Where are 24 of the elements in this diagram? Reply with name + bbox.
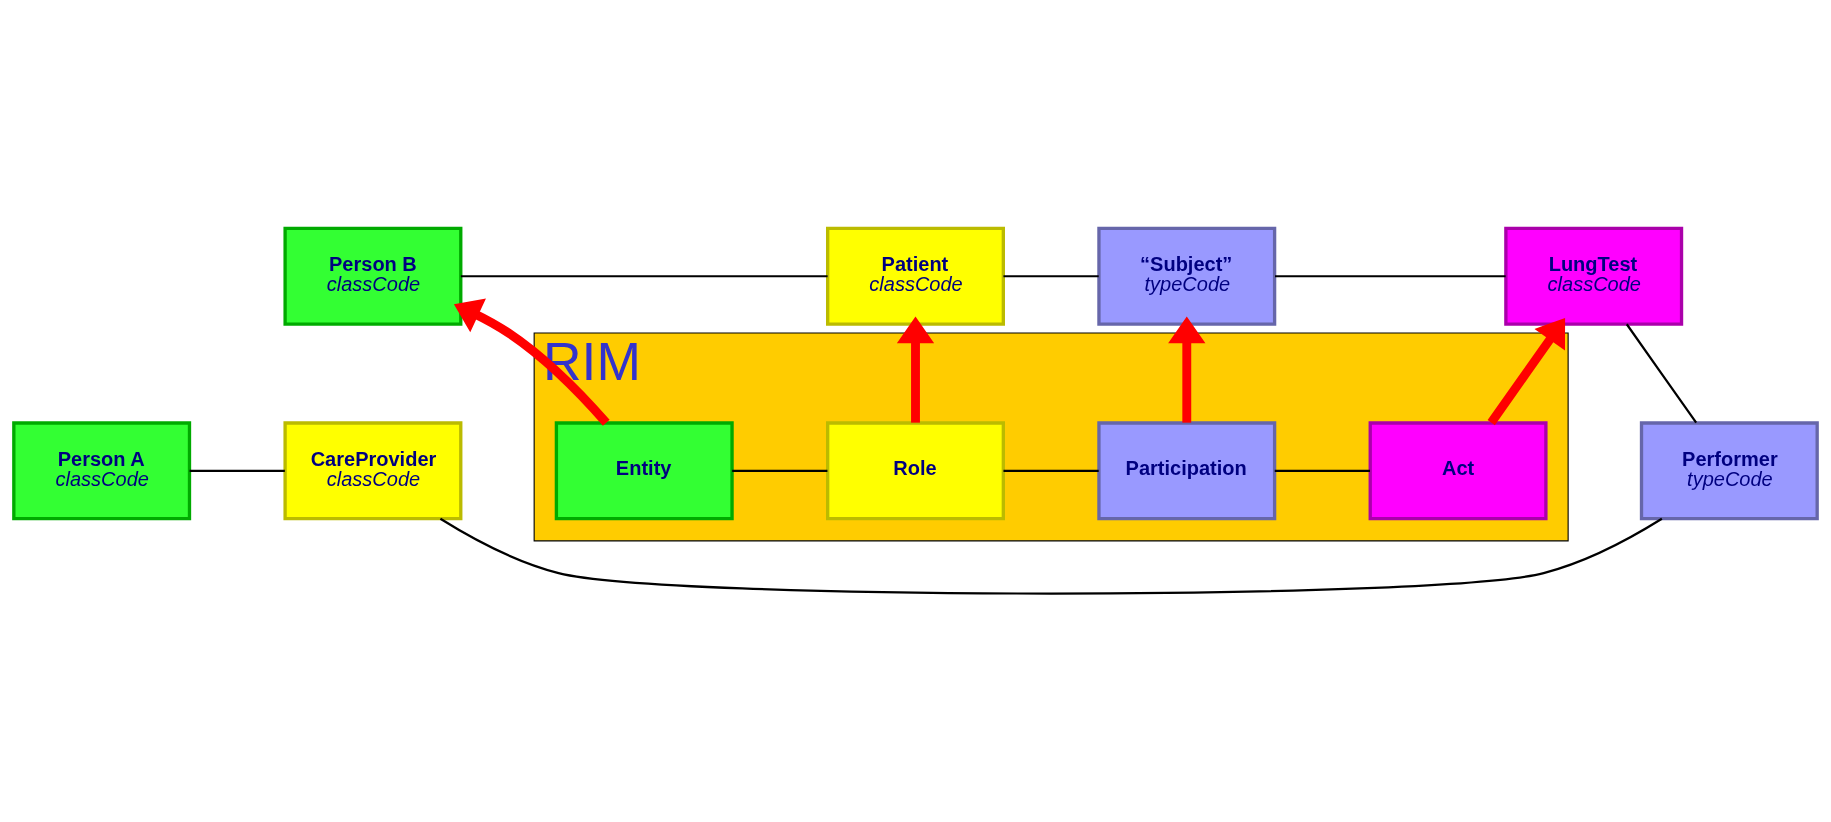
connector	[1003, 275, 1099, 278]
node-box: Patient classCode	[826, 226, 1005, 326]
node-box: “Subject” typeCode	[1097, 226, 1277, 326]
node-box: Person A classCode	[12, 421, 192, 521]
connector	[439, 517, 1663, 595]
connector	[460, 275, 828, 278]
connector	[1274, 469, 1370, 472]
connector	[1625, 323, 1698, 424]
connector	[189, 469, 285, 472]
arrow	[896, 316, 935, 423]
node-box: Performer typeCode	[1639, 421, 1819, 521]
node-box: Entity	[554, 421, 734, 521]
node-box: Participation	[1097, 421, 1277, 521]
connector	[732, 469, 828, 472]
arrow	[1487, 317, 1566, 426]
node-box: CareProvider classCode	[283, 421, 463, 521]
arrow	[1168, 316, 1206, 423]
node-box: Role	[826, 421, 1005, 521]
connector	[1003, 469, 1099, 472]
node-box: Person B classCode	[283, 226, 463, 326]
connector	[1275, 275, 1506, 278]
arrow	[453, 298, 610, 426]
node-box: LungTest classCode	[1504, 226, 1684, 326]
node-box: Act	[1368, 421, 1548, 521]
